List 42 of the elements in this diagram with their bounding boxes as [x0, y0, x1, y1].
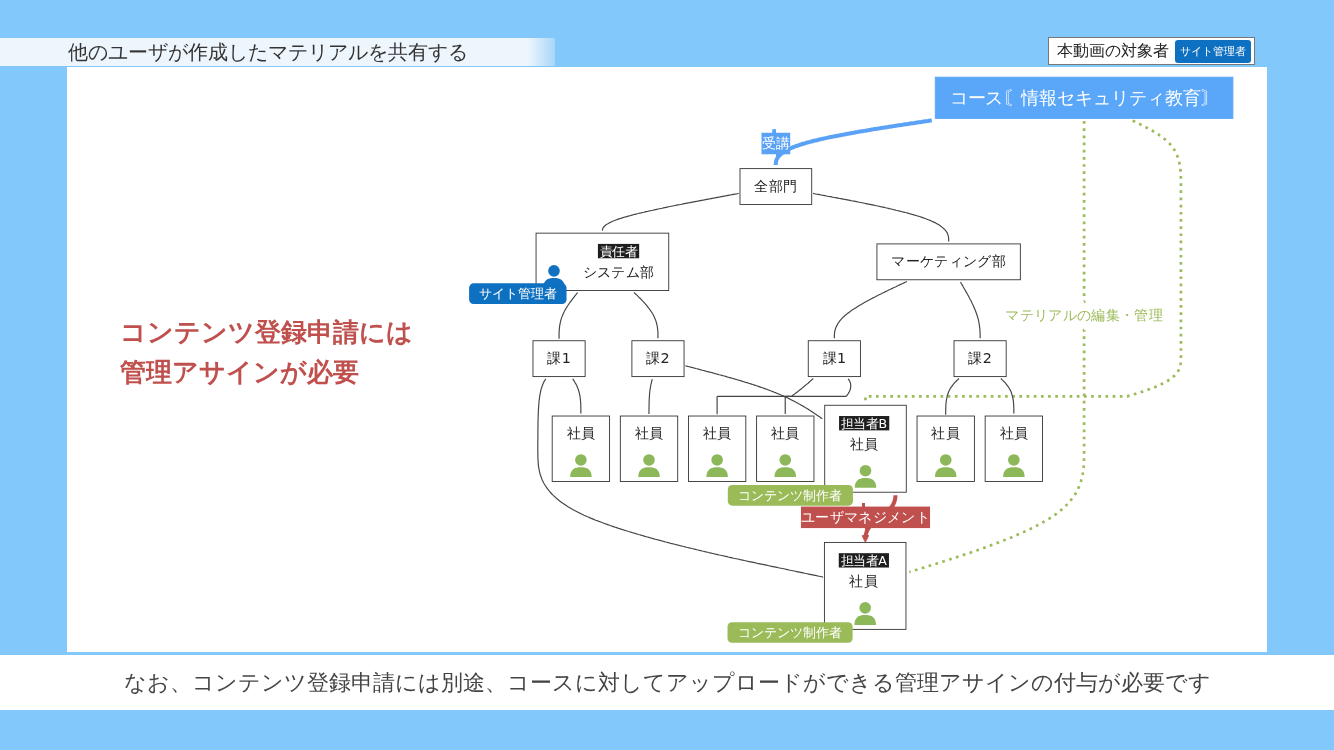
employee-box: 社員 — [551, 415, 611, 482]
connector-line — [784, 378, 852, 415]
connector-line — [633, 291, 659, 339]
role-tag: 責任者 — [597, 243, 640, 259]
connector-line — [773, 118, 933, 166]
role-tag: サイト管理者 — [469, 283, 567, 304]
role-tag: コンテンツ制作者 — [727, 485, 853, 506]
slide-title: 他のユーザが作成したマテリアルを共有する — [0, 38, 555, 66]
connector-line — [716, 377, 814, 415]
note-text: コンテンツ登録申請には管理アサインが必要 — [120, 316, 414, 390]
connector-line — [572, 378, 582, 414]
org-unit-box: 課1 — [532, 340, 586, 378]
org-unit-box: 課2 — [631, 340, 685, 378]
connector-line — [648, 378, 653, 415]
connector-line — [945, 377, 960, 416]
connector-line — [908, 121, 1086, 574]
subtitle-caption: なお、コンテンツ登録申請には別途、コースに対してアップロードができる管理アサインの付与が必要です — [0, 655, 1334, 710]
connector-line — [558, 292, 579, 340]
org-unit-box: 課2 — [953, 340, 1007, 378]
edge-label: ユーザマネジメント — [800, 506, 931, 529]
connector-line — [684, 365, 823, 420]
course-box: コース〘情報セキュリティ教育〙 — [934, 76, 1234, 119]
edge-label: 受講 — [761, 132, 791, 155]
connector-line — [959, 281, 981, 339]
connector-line — [812, 192, 950, 243]
org-unit-box: 全部門 — [739, 168, 813, 205]
connector-line — [833, 280, 908, 339]
audience-label: 本動画の対象者 — [1057, 40, 1169, 62]
employee-box: 社員 — [619, 415, 679, 482]
employee-box: 社員 — [916, 415, 975, 482]
employee-box: 社員 — [688, 415, 747, 482]
employee-box: 社員 — [984, 415, 1043, 482]
org-unit-box: マーケティング部 — [876, 243, 1021, 281]
employee-box: 社員 — [756, 415, 815, 482]
role-tag: 担当者B — [839, 416, 889, 431]
org-unit-box: 課1 — [807, 340, 861, 378]
role-tag: 担当者A — [838, 553, 889, 568]
connector-line — [537, 378, 824, 578]
role-tag: サイト管理者 — [1175, 39, 1251, 63]
connector-line — [1000, 377, 1015, 415]
connector-line — [601, 192, 740, 232]
role-tag: コンテンツ制作者 — [727, 622, 853, 643]
